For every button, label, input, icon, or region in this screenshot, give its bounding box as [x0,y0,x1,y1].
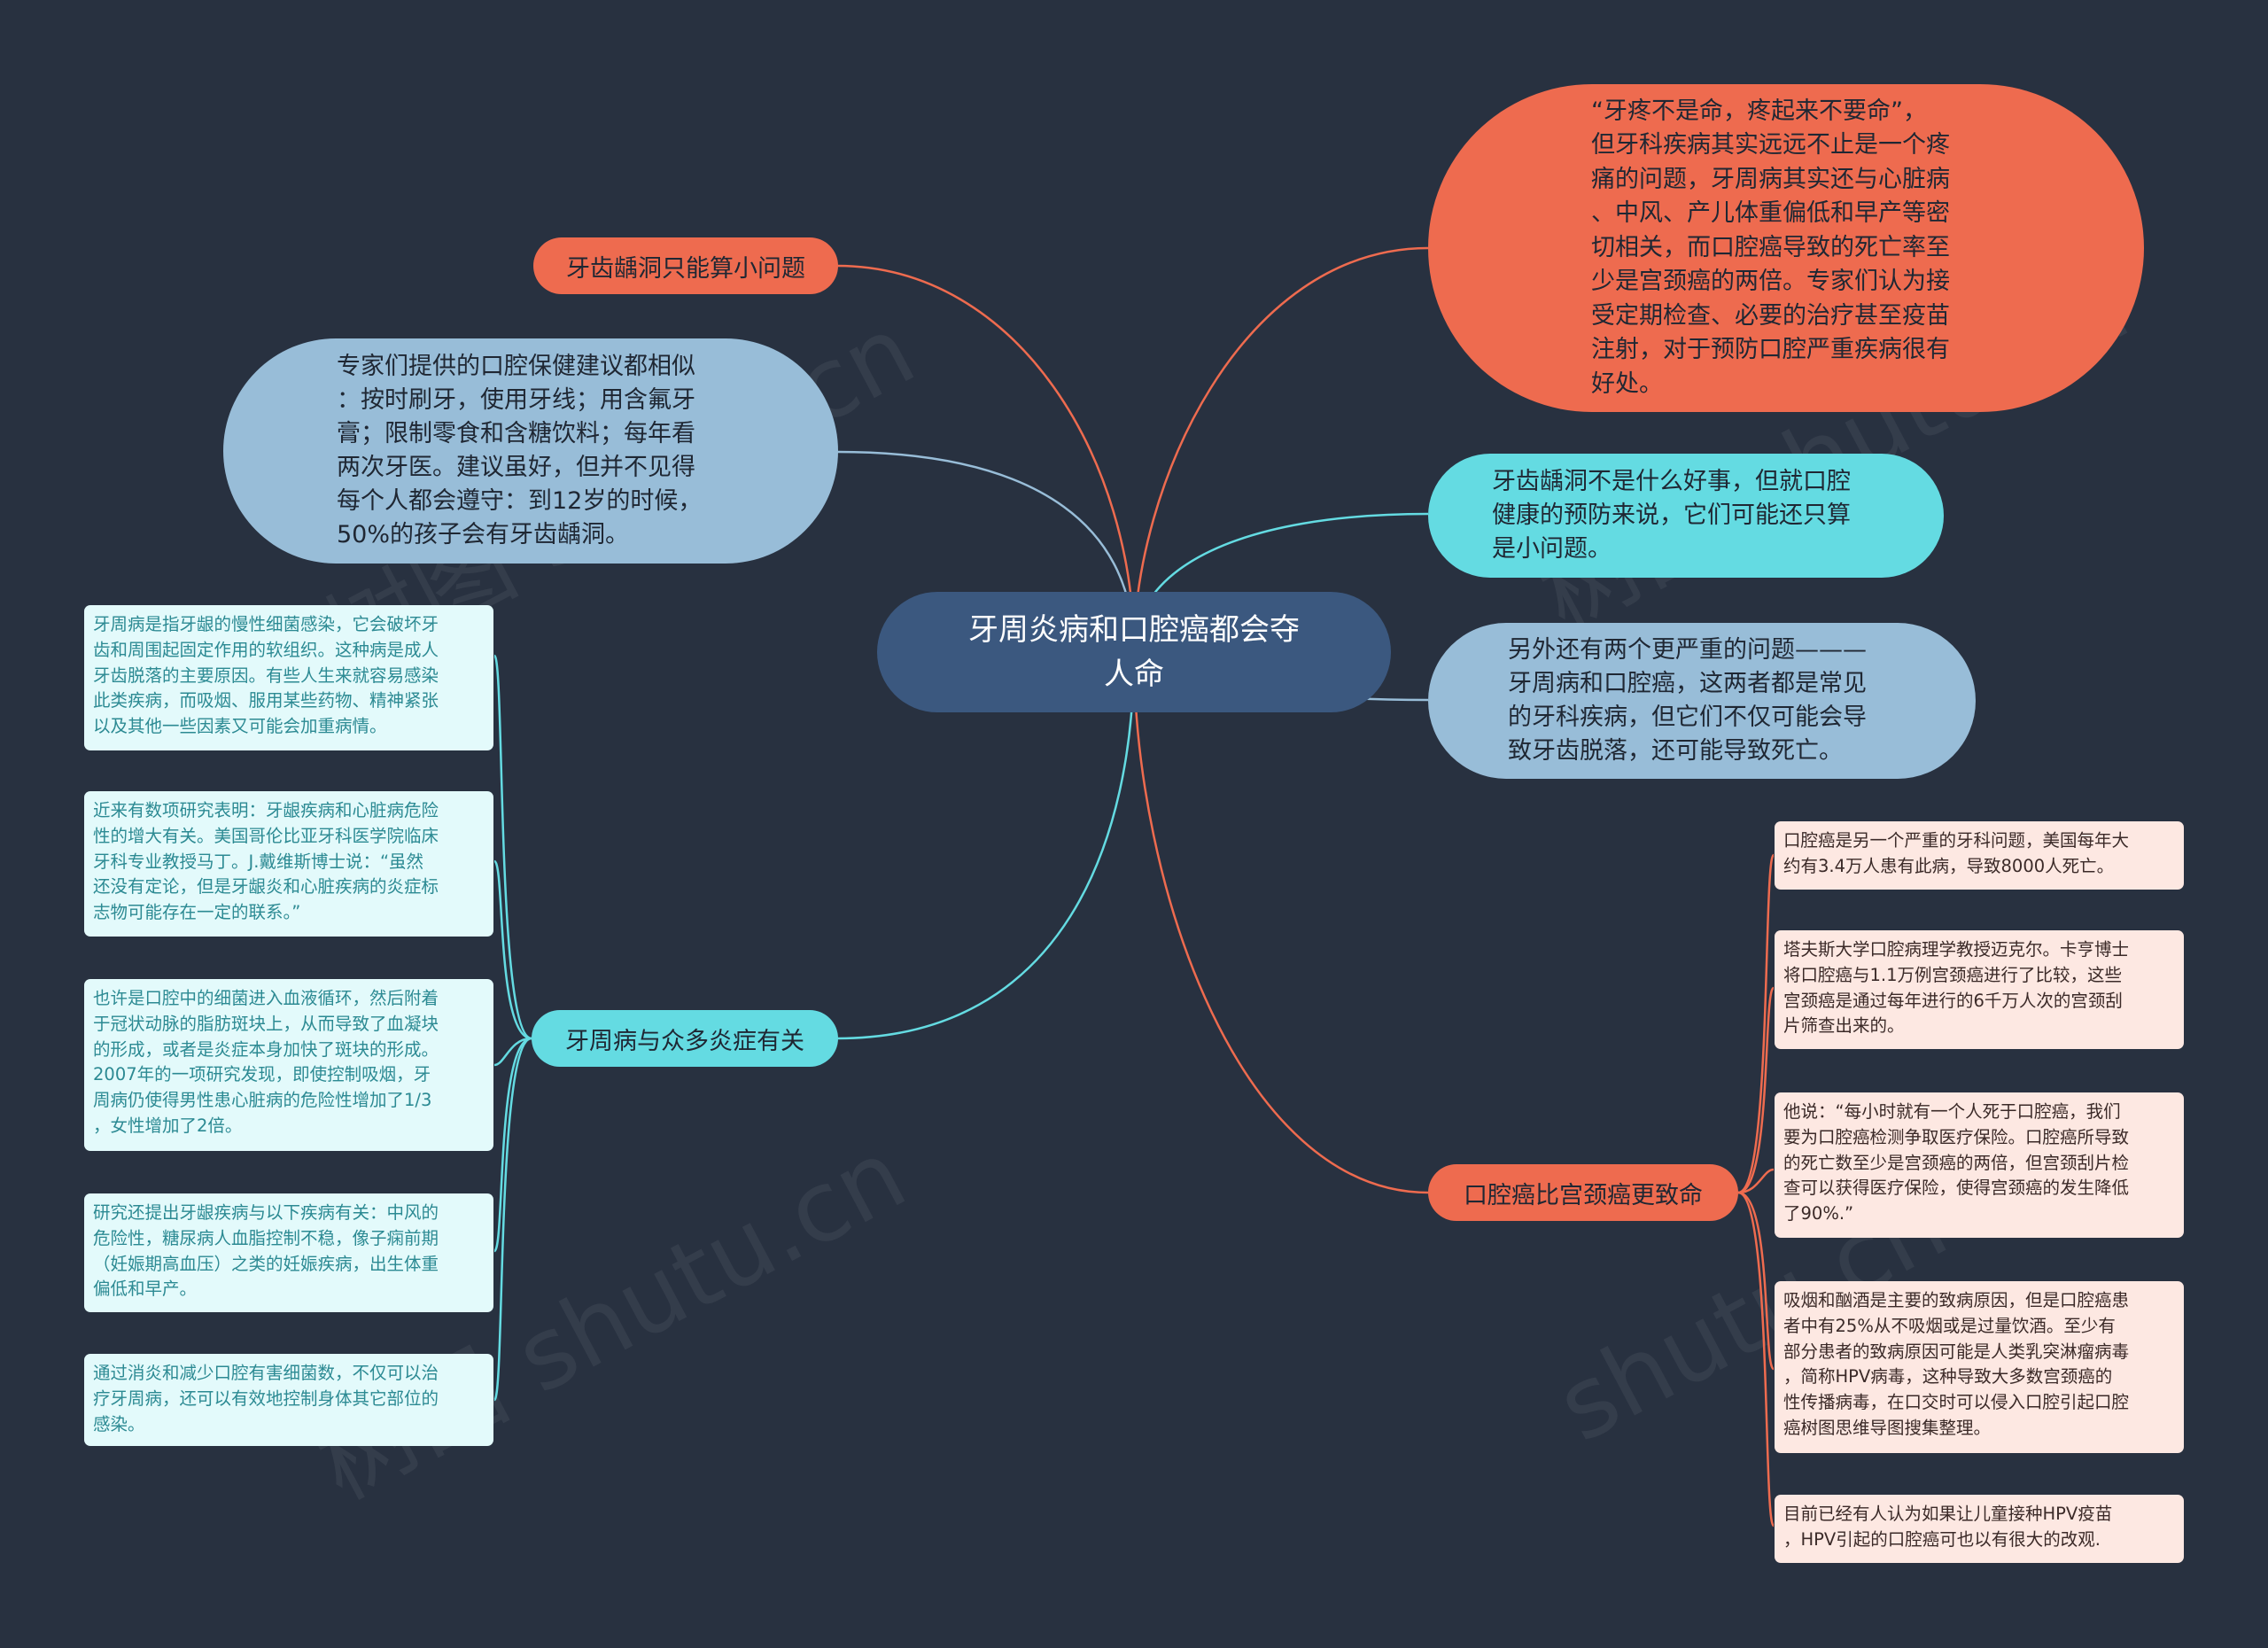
link-leaf-l5 [493,1037,532,1402]
leaf-hpv-vaccine[interactable]: 目前已经有人认为如果让儿童接种HPV疫苗 ，HPV引起的口腔癌可也以有很大的改观… [1775,1495,2184,1563]
link-leaf-l1 [493,654,532,1040]
link-toothache [1132,246,1429,652]
link-inflammation [836,650,1136,1040]
leaf-heart-disease-study[interactable]: 近来有数项研究表明：牙龈疾病和心脏病危险 性的增大有关。美国哥伦比亚牙科医学院临… [84,791,493,937]
link-leaf-r1 [1737,853,1775,1194]
link-leaf-l4 [493,1037,532,1253]
topic-caries-small[interactable]: 牙齿龋洞只能算小问题 [533,237,838,294]
link-leaf-r3 [1737,1168,1775,1194]
leaf-periodontal-definition[interactable]: 牙周病是指牙龈的慢性细菌感染，它会破坏牙 齿和周围起固定作用的软组织。这种病是成… [84,605,493,750]
link-leaf-l2 [493,859,532,1040]
topic-two-diseases[interactable]: 另外还有两个更严重的问题——— 牙周病和口腔癌，这两者都是常见 的牙科疾病，但它… [1428,623,1976,779]
topic-expert-advice[interactable]: 专家们提供的口腔保健建议都相似 ：按时刷牙，使用牙线；用含氟牙 膏；限制零食和含… [223,338,838,564]
leaf-bacteria-blood[interactable]: 也许是口腔中的细菌进入血液循环，然后附着 于冠状动脉的脂肪斑块上，从而导致了血凝… [84,979,493,1151]
central-topic[interactable]: 牙周炎病和口腔癌都会夺 人命 [877,592,1391,712]
link-leaf-r2 [1737,986,1775,1194]
topic-caries-not-good[interactable]: 牙齿龋洞不是什么好事，但就口腔 健康的预防来说，它们可能还只算 是小问题。 [1428,454,1944,578]
topic-cancer[interactable]: 口腔癌比宫颈癌更致命 [1428,1164,1738,1221]
leaf-tufts-study[interactable]: 塔夫斯大学口腔病理学教授迈克尔。卡亨博士 将口腔癌与1.1万例宫颈癌进行了比较，… [1775,930,2184,1049]
leaf-hpv-causes[interactable]: 吸烟和酗酒是主要的致病原因，但是口腔癌患 者中有25%从不吸烟或是过量饮酒。至少… [1775,1281,2184,1453]
leaf-insurance-quote[interactable]: 他说：“每小时就有一个人死于口腔癌，我们 要为口腔癌检测争取医疗保险。口腔癌所导… [1775,1092,2184,1238]
link-caries-small [836,264,1136,652]
topic-toothache-quote[interactable]: “牙疼不是命，疼起来不要命”， 但牙科疾病其实远远不止是一个疼 痛的问题，牙周病… [1428,84,2144,412]
leaf-reduce-bacteria[interactable]: 通过消炎和减少口腔有害细菌数，不仅可以治 疗牙周病，还可以有效地控制身体其它部位… [84,1354,493,1446]
link-leaf-r4 [1737,1191,1775,1371]
leaf-related-diseases[interactable]: 研究还提出牙龈疾病与以下疾病有关：中风的 危险性，糖尿病人血脂控制不稳，像子痫前… [84,1193,493,1312]
link-leaf-r5 [1737,1191,1775,1528]
link-cancer [1132,650,1429,1194]
topic-inflammation[interactable]: 牙周病与众多炎症有关 [532,1010,838,1067]
leaf-cancer-stats[interactable]: 口腔癌是另一个严重的牙科问题，美国每年大 约有3.4万人患有此病，导致8000人… [1775,821,2184,890]
